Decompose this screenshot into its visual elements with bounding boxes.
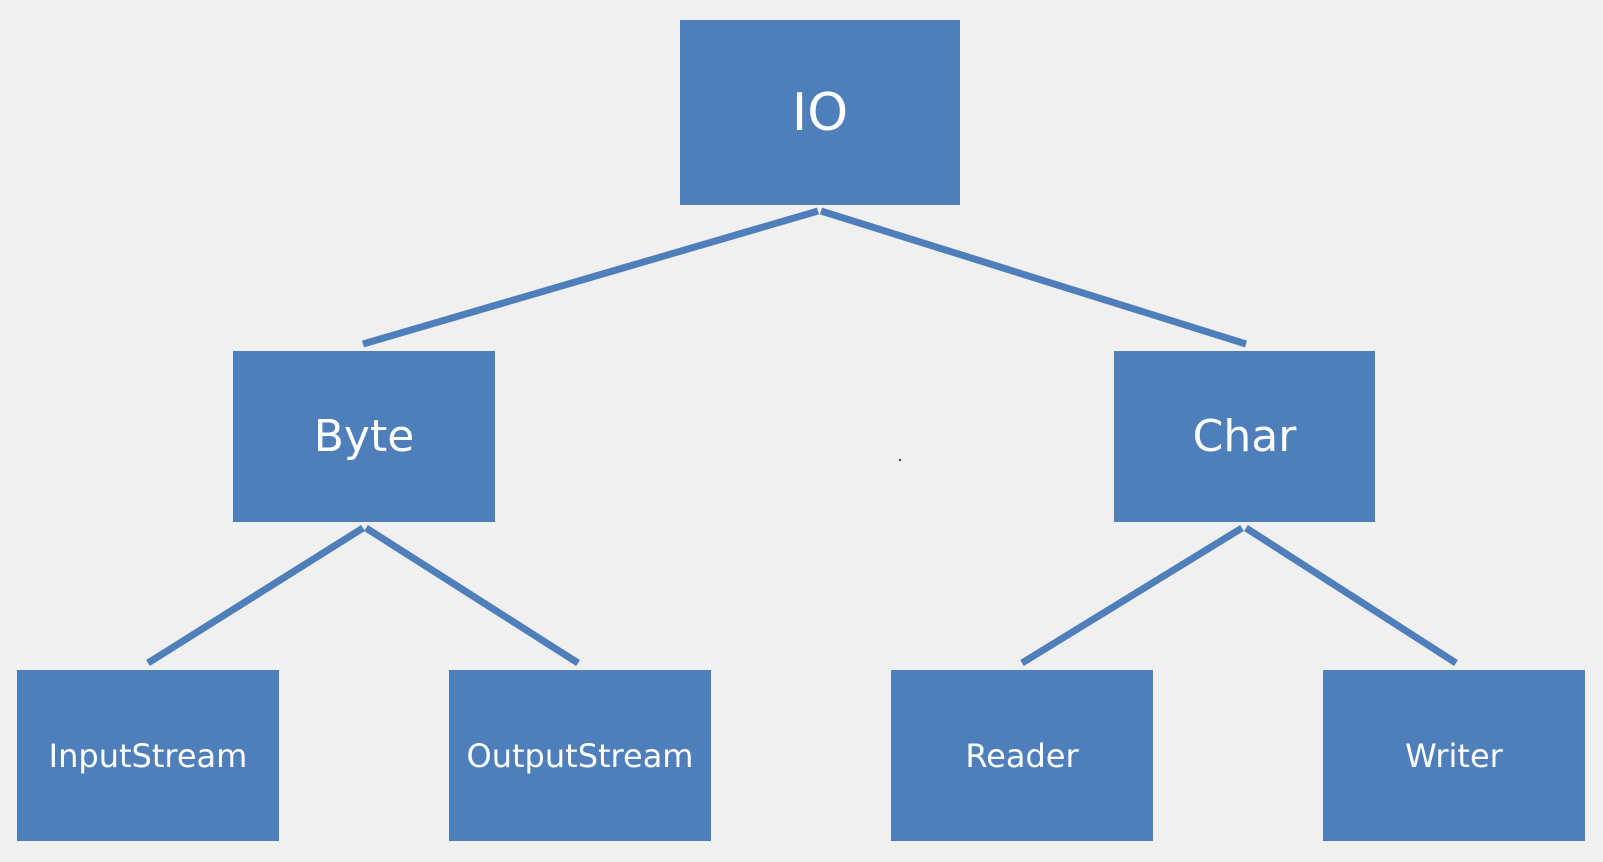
node-reader: Reader [891, 670, 1153, 841]
edge-char-writer [1244, 525, 1458, 666]
edge-io-char [819, 207, 1248, 348]
stray-dot [899, 459, 901, 461]
node-outputstream-label: OutputStream [466, 736, 694, 775]
edge-io-byte [362, 207, 819, 348]
node-outputstream: OutputStream [449, 670, 711, 841]
node-byte-label: Byte [313, 410, 415, 462]
node-reader-label: Reader [965, 736, 1079, 775]
edge-char-reader [1020, 525, 1244, 666]
edge-byte-outputstream [364, 525, 580, 666]
node-char: Char [1114, 351, 1375, 522]
node-io: IO [680, 20, 960, 205]
node-inputstream-label: InputStream [48, 736, 248, 775]
node-writer: Writer [1323, 670, 1585, 841]
edge-byte-inputstream [146, 525, 365, 666]
node-byte: Byte [233, 351, 495, 522]
node-writer-label: Writer [1405, 736, 1503, 775]
node-char-label: Char [1192, 410, 1297, 462]
node-io-label: IO [791, 82, 849, 143]
node-inputstream: InputStream [17, 670, 279, 841]
